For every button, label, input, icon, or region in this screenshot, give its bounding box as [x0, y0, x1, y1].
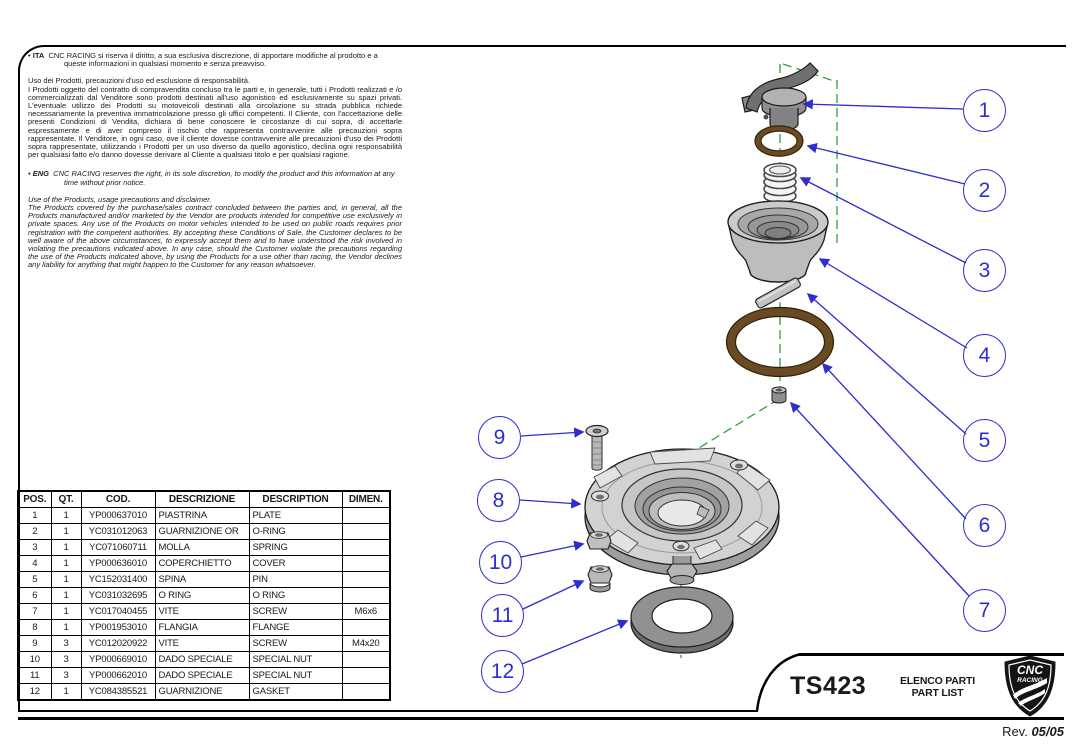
- part-cap: [741, 62, 819, 131]
- page-frame: [18, 45, 1066, 712]
- part-oring-small: [754, 125, 804, 157]
- notice-ita-body: I Prodotti oggetto del contratto di comp…: [28, 84, 402, 160]
- callout-10: 10: [479, 541, 522, 584]
- part-oring-big: [725, 306, 835, 378]
- part-screw: [585, 424, 609, 471]
- lang-label-eng: ENG: [32, 169, 49, 179]
- col-pos: POS.: [17, 490, 52, 508]
- callout-5: 5: [963, 419, 1006, 462]
- part-list-title: ELENCO PARTI PART LIST: [885, 675, 990, 699]
- parts-table: POS. QT. COD. DESCRIZIONE DESCRIPTION DI…: [17, 490, 391, 701]
- notice-eng-body: The Products covered by the purchase/sal…: [28, 203, 402, 270]
- notice-eng: • ENG CNC RACING reserves the right, in …: [28, 170, 402, 269]
- frame-bottom-line-outer: [18, 717, 1064, 720]
- part-gasket: [630, 586, 734, 654]
- leader-lines: [519, 99, 970, 665]
- callout-3: 3: [963, 249, 1006, 292]
- notice-ita-intro: • ITA CNC RACING si riserva il diritto, …: [28, 51, 378, 69]
- bullet-glyph: •: [28, 51, 31, 60]
- frame-bottom-line-inner: [18, 710, 758, 712]
- callout-1: 1: [963, 89, 1006, 132]
- callout-4: 4: [963, 334, 1006, 377]
- notice-eng-intro: • ENG CNC RACING reserves the right, in …: [28, 169, 395, 187]
- part-list-title-eng: PART LIST: [911, 686, 964, 699]
- part-cover: [727, 200, 829, 283]
- notice-ita-title: Uso dei Prodotti, precauzioni d'uso ed e…: [28, 76, 250, 86]
- notice-eng-title: Use of the Products, usage precautions a…: [28, 194, 212, 204]
- col-dimen: DIMEN.: [341, 490, 391, 508]
- col-descrizione: DESCRIZIONE: [154, 490, 250, 508]
- drawing-code: TS423: [790, 672, 867, 700]
- part-flange: [584, 447, 780, 585]
- cnc-racing-logo: CNC RACING: [1003, 655, 1057, 717]
- callout-11: 11: [481, 594, 524, 637]
- lang-label-ita: ITA: [32, 51, 45, 60]
- revision-label: Rev. 05/05: [1002, 724, 1064, 739]
- callout-8: 8: [477, 479, 520, 522]
- title-block-curve: [755, 652, 802, 712]
- revision-value: 05/05: [1031, 724, 1064, 739]
- part-pin: [755, 277, 801, 309]
- part-special-nut: [587, 565, 613, 593]
- legal-notices: • ITA CNC RACING si riserva il diritto, …: [28, 51, 402, 270]
- callout-12: 12: [481, 650, 524, 693]
- part-list-title-ita: ELENCO PARTI: [900, 675, 975, 687]
- callout-9: 9: [478, 416, 521, 459]
- logo-text-cnc: CNC: [1017, 663, 1043, 677]
- part-bush: [771, 386, 787, 404]
- callout-7: 7: [963, 589, 1006, 632]
- col-qt: QT.: [50, 490, 82, 508]
- callout-2: 2: [963, 169, 1006, 212]
- notice-ita: • ITA CNC RACING si riserva il diritto, …: [28, 51, 402, 160]
- title-block-top-line: [799, 653, 1064, 656]
- logo-text-racing: RACING: [1017, 677, 1043, 684]
- part-spring: [763, 162, 797, 204]
- col-cod: COD.: [80, 490, 156, 508]
- bullet-glyph: •: [28, 169, 31, 179]
- col-description: DESCRIPTION: [248, 490, 343, 508]
- callout-6: 6: [963, 504, 1006, 547]
- table-header-row: POS. QT. COD. DESCRIZIONE DESCRIPTION DI…: [17, 490, 391, 508]
- part-nut: [586, 531, 612, 550]
